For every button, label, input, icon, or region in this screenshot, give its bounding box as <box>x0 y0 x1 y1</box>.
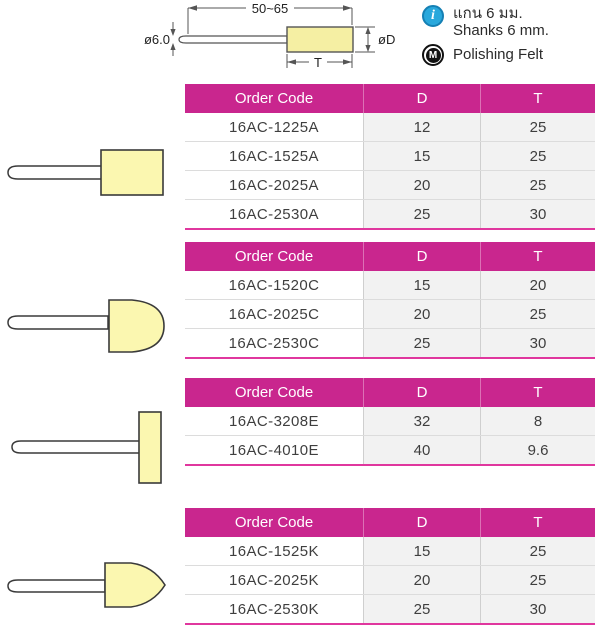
spec-table-k: Order Code D T 16AC-1525K 15 25 16AC-202… <box>185 508 595 625</box>
table-row: 16AC-1525A 15 25 <box>185 142 595 171</box>
order-code-cell: 16AC-1525K <box>185 537 364 565</box>
order-code-cell: 16AC-3208E <box>185 407 364 435</box>
shank-dia-label: ø6.0 <box>144 32 170 47</box>
felt-shape-round-end-icon <box>7 299 165 353</box>
col-d: D <box>364 378 481 407</box>
table-row: 16AC-4010E 40 9.6 <box>185 436 595 464</box>
spec-table-c: Order Code D T 16AC-1520C 15 20 16AC-202… <box>185 242 595 359</box>
diagram-shank <box>178 35 288 44</box>
order-code-cell: 16AC-1225A <box>185 113 364 141</box>
col-order-code: Order Code <box>185 508 364 537</box>
table-row: 16AC-2530K 25 30 <box>185 595 595 623</box>
col-t: T <box>533 384 543 401</box>
felt-shape-bullet-icon <box>7 562 166 608</box>
t-cell: 9.6 <box>481 436 595 464</box>
d-cell: 20 <box>364 171 481 199</box>
info-icon: i <box>422 5 444 27</box>
t-cell: 25 <box>481 566 595 594</box>
dimension-thickness <box>286 54 353 68</box>
head-dia-label: øD <box>378 32 395 47</box>
t-cell: 30 <box>481 200 595 228</box>
col-order-code: Order Code <box>185 378 364 407</box>
col-d: D <box>364 508 481 537</box>
table-row: 16AC-1225A 12 25 <box>185 113 595 142</box>
diagram-felt-head <box>286 26 354 53</box>
order-code-cell: 16AC-2025C <box>185 300 364 328</box>
col-t: T <box>533 514 543 531</box>
t-cell: 25 <box>481 142 595 170</box>
d-cell: 20 <box>364 300 481 328</box>
col-t: T <box>533 248 543 265</box>
order-code-cell: 16AC-1520C <box>185 271 364 299</box>
felt-shape-cylinder-icon <box>7 149 164 196</box>
d-cell: 25 <box>364 200 481 228</box>
t-cell: 25 <box>481 300 595 328</box>
table-header: Order Code D T <box>185 508 595 537</box>
order-code-cell: 16AC-2530C <box>185 329 364 357</box>
material-note: M Polishing Felt <box>422 44 543 66</box>
col-order-code: Order Code <box>185 242 364 271</box>
order-code-cell: 16AC-2025K <box>185 566 364 594</box>
material-label: Polishing Felt <box>453 46 544 63</box>
order-code-cell: 16AC-2530K <box>185 595 364 623</box>
d-cell: 15 <box>364 271 481 299</box>
t-cell: 25 <box>481 113 595 141</box>
d-cell: 15 <box>364 142 481 170</box>
col-t: T <box>533 90 543 107</box>
shank-note: i แกน 6 มม. Shanks 6 mm. <box>422 5 549 39</box>
shank-note-thai: แกน 6 มม. <box>453 5 523 22</box>
length-label: 50~65 <box>252 1 289 16</box>
d-cell: 32 <box>364 407 481 435</box>
d-cell: 25 <box>364 595 481 623</box>
d-cell: 25 <box>364 329 481 357</box>
d-cell: 20 <box>364 566 481 594</box>
t-cell: 30 <box>481 595 595 623</box>
t-cell: 20 <box>481 271 595 299</box>
order-code-cell: 16AC-2530A <box>185 200 364 228</box>
table-row: 16AC-2025K 20 25 <box>185 566 595 595</box>
table-header: Order Code D T <box>185 378 595 407</box>
polishing-felt-icon: M <box>422 44 444 66</box>
table-row: 16AC-1525K 15 25 <box>185 537 595 566</box>
t-cell: 30 <box>481 329 595 357</box>
order-code-cell: 16AC-1525A <box>185 142 364 170</box>
dimension-length <box>187 5 353 34</box>
t-cell: 25 <box>481 537 595 565</box>
table-row: 16AC-1520C 15 20 <box>185 271 595 300</box>
d-cell: 12 <box>364 113 481 141</box>
order-code-cell: 16AC-4010E <box>185 436 364 464</box>
table-row: 16AC-2530C 25 30 <box>185 329 595 357</box>
felt-shape-wheel-icon <box>11 411 162 484</box>
spec-table-e: Order Code D T 16AC-3208E 32 8 16AC-4010… <box>185 378 595 466</box>
t-cell: 8 <box>481 407 595 435</box>
table-header: Order Code D T <box>185 84 595 113</box>
table-header: Order Code D T <box>185 242 595 271</box>
dimension-diagram: 50~65 ø6.0 øD T <box>144 1 395 70</box>
col-order-code: Order Code <box>185 84 364 113</box>
order-code-cell: 16AC-2025A <box>185 171 364 199</box>
shank-note-en: Shanks 6 mm. <box>453 22 549 39</box>
table-row: 16AC-2530A 25 30 <box>185 200 595 228</box>
d-cell: 15 <box>364 537 481 565</box>
d-cell: 40 <box>364 436 481 464</box>
spec-table-a: Order Code D T 16AC-1225A 12 25 16AC-152… <box>185 84 595 230</box>
col-d: D <box>364 242 481 271</box>
table-row: 16AC-2025C 20 25 <box>185 300 595 329</box>
table-row: 16AC-2025A 20 25 <box>185 171 595 200</box>
dimension-shank-dia <box>170 22 176 56</box>
table-row: 16AC-3208E 32 8 <box>185 407 595 436</box>
t-cell: 25 <box>481 171 595 199</box>
thickness-label: T <box>314 55 322 70</box>
col-d: D <box>364 84 481 113</box>
dimension-head-dia <box>355 26 375 53</box>
